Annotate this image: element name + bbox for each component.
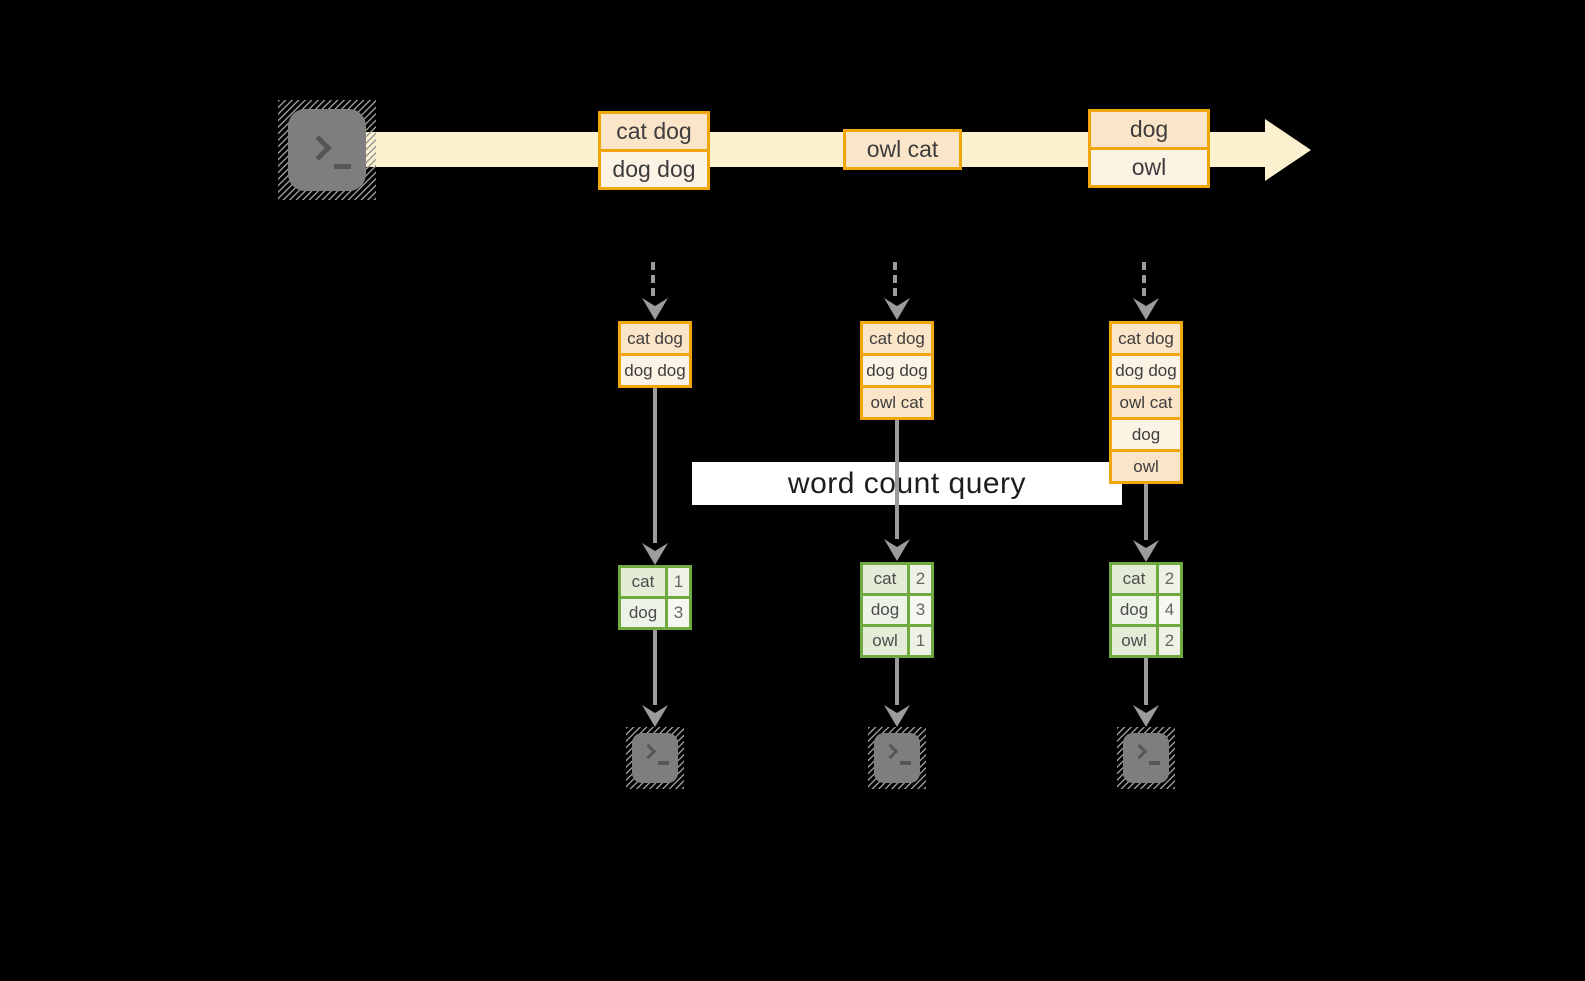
prompt-underscore-icon bbox=[900, 761, 911, 765]
buffer-line: owl cat bbox=[1112, 385, 1180, 417]
count-value: 2 bbox=[1156, 565, 1180, 593]
terminal-screen bbox=[632, 733, 678, 783]
ingest-arrow-line bbox=[651, 262, 655, 296]
count-word: dog bbox=[621, 599, 665, 627]
buffer-line: cat dog bbox=[863, 324, 931, 353]
output-arrow-line bbox=[895, 658, 899, 707]
buffer-stack-2: cat dog dog dog owl cat bbox=[860, 321, 934, 420]
query-arrowhead-icon bbox=[884, 539, 910, 561]
count-value: 3 bbox=[907, 596, 931, 624]
output-arrowhead-icon bbox=[884, 705, 910, 727]
stream-event-line: cat dog bbox=[601, 114, 707, 149]
source-terminal-icon bbox=[278, 100, 376, 200]
count-value: 2 bbox=[1156, 627, 1180, 655]
count-word: dog bbox=[1112, 596, 1156, 624]
output-arrow-line bbox=[1144, 658, 1148, 707]
prompt-underscore-icon bbox=[1149, 761, 1160, 765]
count-word: cat bbox=[1112, 565, 1156, 593]
sink-terminal-icon bbox=[1117, 727, 1175, 789]
count-value: 2 bbox=[907, 565, 931, 593]
buffer-line: dog dog bbox=[863, 353, 931, 385]
prompt-chevron-icon bbox=[1131, 743, 1148, 760]
output-arrowhead-icon bbox=[642, 705, 668, 727]
buffer-line: dog bbox=[1112, 417, 1180, 449]
stream-event-box-3: dog owl bbox=[1088, 109, 1210, 188]
count-value: 1 bbox=[907, 627, 931, 655]
stream-event-line: dog bbox=[1091, 112, 1207, 147]
query-arrowhead-icon bbox=[1133, 540, 1159, 562]
prompt-chevron-icon bbox=[640, 743, 657, 760]
query-label: word count query bbox=[692, 462, 1122, 505]
count-word: owl bbox=[863, 627, 907, 655]
buffer-line: dog dog bbox=[1112, 353, 1180, 385]
output-arrowhead-icon bbox=[1133, 705, 1159, 727]
stream-event-box-1: cat dog dog dog bbox=[598, 111, 710, 190]
ingest-arrowhead-icon bbox=[884, 298, 910, 320]
ingest-arrow-line bbox=[893, 262, 897, 296]
stream-event-line: owl bbox=[1091, 147, 1207, 185]
terminal-screen bbox=[874, 733, 920, 783]
query-arrow-line bbox=[1144, 484, 1148, 541]
count-word: owl bbox=[1112, 627, 1156, 655]
count-word: cat bbox=[863, 565, 907, 593]
query-arrowhead-icon bbox=[642, 543, 668, 565]
buffer-stack-1: cat dog dog dog bbox=[618, 321, 692, 388]
count-table-1: cat 1 dog 3 bbox=[618, 565, 692, 630]
buffer-line: dog dog bbox=[621, 353, 689, 385]
count-value: 3 bbox=[665, 599, 689, 627]
prompt-underscore-icon bbox=[334, 164, 351, 169]
buffer-line: owl cat bbox=[863, 385, 931, 417]
sink-terminal-icon bbox=[868, 727, 926, 789]
query-arrow-line bbox=[653, 388, 657, 545]
count-value: 1 bbox=[665, 568, 689, 596]
prompt-chevron-icon bbox=[306, 135, 332, 161]
stream-event-line: owl cat bbox=[846, 132, 959, 167]
terminal-screen bbox=[1123, 733, 1169, 783]
count-row: owl 2 bbox=[1112, 624, 1180, 655]
sink-terminal-icon bbox=[626, 727, 684, 789]
output-arrow-line bbox=[653, 630, 657, 707]
stream-event-box-2: owl cat bbox=[843, 129, 962, 170]
ingest-arrowhead-icon bbox=[1133, 298, 1159, 320]
count-row: dog 3 bbox=[621, 596, 689, 627]
buffer-line: cat dog bbox=[1112, 324, 1180, 353]
stream-arrowhead-icon bbox=[1265, 119, 1311, 181]
prompt-chevron-icon bbox=[882, 743, 899, 760]
count-table-3: cat 2 dog 4 owl 2 bbox=[1109, 562, 1183, 658]
stream-event-line: dog dog bbox=[601, 149, 707, 187]
buffer-stack-3: cat dog dog dog owl cat dog owl bbox=[1109, 321, 1183, 484]
ingest-arrow-line bbox=[1142, 262, 1146, 296]
count-value: 4 bbox=[1156, 596, 1180, 624]
terminal-screen bbox=[288, 109, 366, 191]
buffer-line: cat dog bbox=[621, 324, 689, 353]
count-row: cat 1 bbox=[621, 568, 689, 596]
count-row: owl 1 bbox=[863, 624, 931, 655]
prompt-underscore-icon bbox=[658, 761, 669, 765]
count-row: cat 2 bbox=[863, 565, 931, 593]
count-row: dog 4 bbox=[1112, 593, 1180, 624]
count-word: cat bbox=[621, 568, 665, 596]
query-arrow-line bbox=[895, 420, 899, 541]
count-word: dog bbox=[863, 596, 907, 624]
count-table-2: cat 2 dog 3 owl 1 bbox=[860, 562, 934, 658]
count-row: cat 2 bbox=[1112, 565, 1180, 593]
ingest-arrowhead-icon bbox=[642, 298, 668, 320]
count-row: dog 3 bbox=[863, 593, 931, 624]
buffer-line: owl bbox=[1112, 449, 1180, 481]
